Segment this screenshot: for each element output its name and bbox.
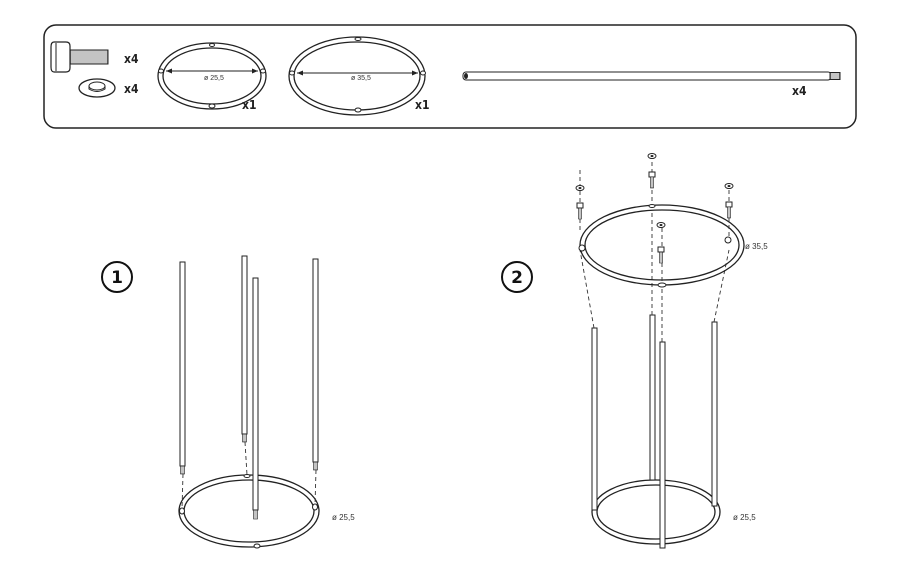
bolt-icon xyxy=(575,185,585,220)
step-2-bottom-ring-diameter: ø 25,5 xyxy=(733,513,756,522)
parts-list-panel: x4 x4 ø 25,5 x1 ø 3 xyxy=(43,24,857,129)
bolt-icon xyxy=(656,222,666,264)
bolt-icon xyxy=(50,41,109,73)
small-ring-quantity: x1 xyxy=(242,98,256,112)
bolt-icon xyxy=(724,183,734,219)
washer-icon xyxy=(78,78,116,98)
ring-bottom xyxy=(591,479,721,545)
large-ring-diameter: ø 35,5 xyxy=(351,75,371,82)
step-2-number: 2 xyxy=(511,268,523,288)
bolts-and-washers xyxy=(575,153,734,264)
large-ring-icon xyxy=(288,36,426,116)
rod-quantity: x4 xyxy=(792,84,807,98)
bolt-icon xyxy=(647,153,657,189)
step-1-ring-diameter: ø 25,5 xyxy=(332,513,355,522)
bolt-quantity: x4 xyxy=(124,52,139,66)
step-1: 1 ø 25,5 xyxy=(101,255,355,549)
rods xyxy=(591,314,718,549)
ring-top xyxy=(578,204,745,288)
step-1-number: 1 xyxy=(111,268,123,288)
washer-quantity: x4 xyxy=(124,82,139,96)
step-2-top-ring-diameter: ø 35,5 xyxy=(745,242,768,251)
small-ring-icon xyxy=(157,42,267,110)
ring-small xyxy=(178,474,320,549)
rods xyxy=(179,255,319,520)
rod-icon xyxy=(462,71,841,81)
large-ring-quantity: x1 xyxy=(415,98,429,112)
small-ring-diameter: ø 25,5 xyxy=(204,75,224,82)
step-2: 2 xyxy=(501,153,768,549)
